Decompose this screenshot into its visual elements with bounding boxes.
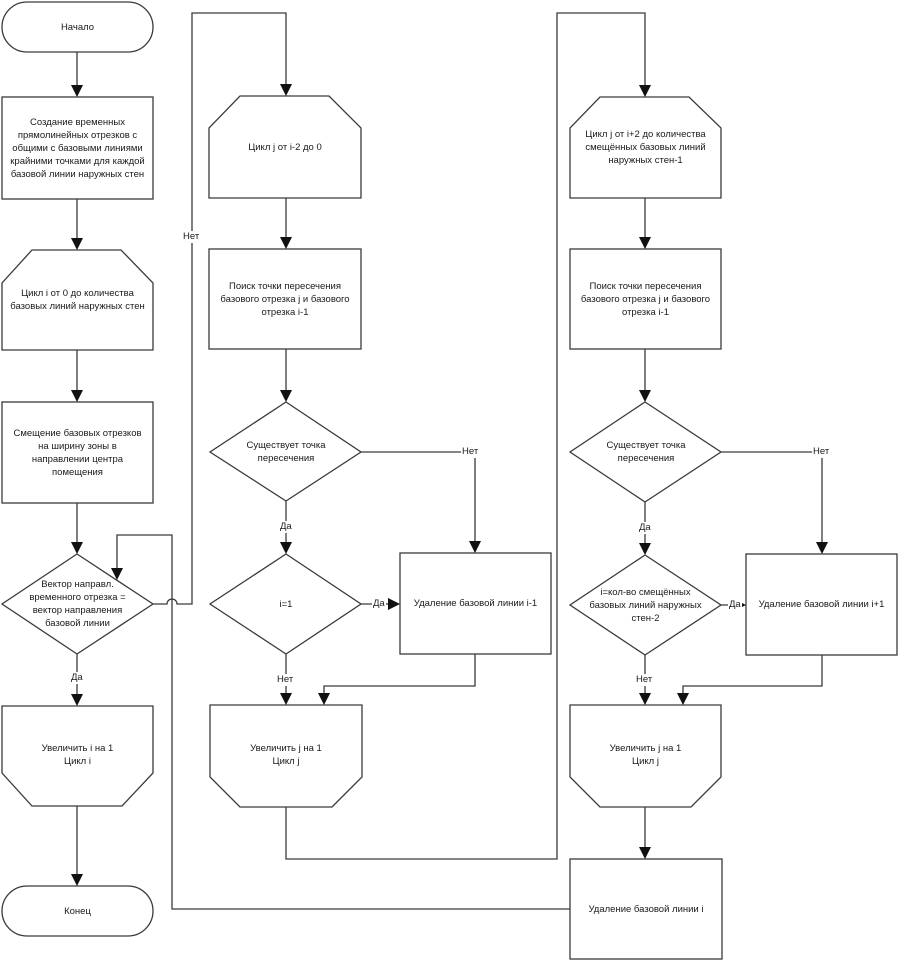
node-find-int-1: Поиск точки пересечения базового отрезка… (220, 280, 350, 318)
arrowhead (639, 237, 651, 249)
edge-loop-j1-end-to-loop-j2 (285, 12, 646, 860)
node-exists-1: Существует точка пересечения (246, 440, 326, 464)
node-delete-i-shape (569, 858, 723, 960)
node-end: Конец (64, 905, 91, 917)
node-loop-j1-end: Увеличить j на 1 Цикл j (250, 743, 322, 767)
edge-exists1-no-to-delete-im1 (361, 451, 476, 546)
arrowhead (816, 542, 828, 554)
node-shift-base-shape (1, 401, 154, 504)
arrowhead (639, 847, 651, 859)
arrowhead (280, 390, 292, 402)
node-loop-j2-end-shape (569, 704, 722, 808)
node-i-eq-count: i=кол-во смещённых базовых линий наружны… (589, 586, 702, 624)
node-loop-i-end-shape (1, 705, 154, 807)
node-vector-check: Вектор направл. временного отрезка = век… (29, 579, 126, 629)
edge-vector-no-to-loop-j1 (153, 12, 287, 605)
node-end-shape (1, 885, 154, 937)
arrowhead (71, 85, 83, 97)
node-loop-i-start: Цикл i от 0 до количества базовых линий … (10, 288, 145, 312)
arrowhead (639, 543, 651, 555)
edge-label-i-eq-1-yes: Да (372, 598, 386, 610)
node-loop-j2-start-shape (569, 96, 722, 199)
arrowhead (71, 238, 83, 250)
edge-delete-i-to-vector (116, 534, 570, 910)
arrowhead (639, 693, 651, 705)
edge-label-i-eq-count-yes: Да (728, 599, 742, 611)
node-loop-j2-start: Цикл j от i+2 до количества смещённых ба… (585, 128, 706, 166)
node-find-int-1-shape (208, 248, 362, 350)
arrowhead (677, 693, 689, 705)
arrowhead (71, 542, 83, 554)
edge-label-vector-no: Нет (182, 231, 201, 243)
edge-delete-im1-to-loop-j1-end (323, 654, 476, 698)
node-loop-j2-end: Увеличить j на 1 Цикл j (609, 743, 682, 767)
arrowhead (280, 237, 292, 249)
node-delete-im1: Удаление базовой линии i-1 (413, 598, 538, 609)
arrowhead (318, 693, 330, 705)
edge-label-exists1-no: Нет (461, 446, 480, 458)
node-exists-2: Существует точка пересечения (606, 440, 686, 464)
arrowhead (469, 541, 481, 553)
node-create-temp: Создание временных прямолинейных отрезко… (10, 116, 145, 180)
arrowhead (639, 390, 651, 402)
arrowhead (280, 542, 292, 554)
node-loop-j1-end-shape (209, 704, 363, 808)
arrowhead (71, 694, 83, 706)
node-delete-im1-shape (399, 552, 552, 655)
node-create-temp-shape (1, 96, 154, 200)
arrowhead (71, 874, 83, 886)
node-delete-ip1-shape (745, 553, 898, 656)
edge-label-exists2-yes: Да (638, 522, 652, 534)
node-loop-i-start-shape (1, 249, 154, 351)
node-loop-i-end: Увеличить i на 1 Цикл i (41, 743, 114, 767)
node-loop-j1-start: Цикл j от i-2 до 0 (248, 141, 322, 153)
node-loop-j1-start-shape (208, 95, 362, 199)
edge-delete-ip1-to-loop-j2-end (682, 655, 823, 698)
edge-exists2-no-to-delete-ip1 (721, 451, 823, 547)
edge-label-exists1-yes: Да (279, 521, 293, 533)
arrowhead (280, 84, 292, 96)
node-find-int-2: Поиск точки пересечения базового отрезка… (580, 280, 711, 318)
arrowhead (388, 598, 400, 610)
edge-label-exists2-no: Нет (812, 446, 831, 458)
edge-label-i-eq-count-no: Нет (635, 674, 654, 686)
arrowhead (71, 390, 83, 402)
arrowhead (280, 693, 292, 705)
node-delete-i: Удаление базовой линии i (588, 903, 704, 915)
node-shift-base: Смещение базовых отрезков на ширину зоны… (13, 427, 142, 478)
arrowhead (639, 85, 651, 97)
node-start: Начало (60, 21, 95, 33)
edge-label-vector-yes: Да (70, 672, 84, 684)
arrowhead (111, 568, 123, 580)
edge-label-i-eq-1-no: Нет (276, 674, 295, 686)
node-delete-ip1: Удаление базовой линии i+1 (758, 599, 885, 610)
node-i-eq-1: i=1 (279, 598, 293, 610)
